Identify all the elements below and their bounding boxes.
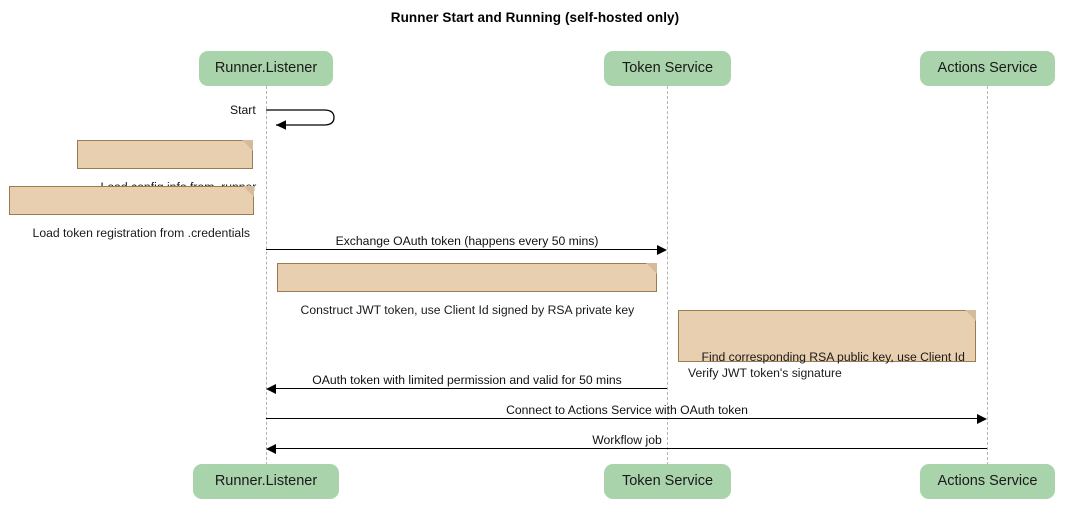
note-verify-jwt-text: Find corresponding RSA public key, use C… [688,350,965,380]
message-arrowhead-exchange-oauth-token [657,244,667,255]
message-label-workflow-job: Workflow job [592,433,662,447]
message-label-exchange-oauth-token: Exchange OAuth token (happens every 50 m… [335,234,599,248]
note-fold-icon [242,140,253,151]
message-arrowhead-workflow-job [266,443,276,454]
actor-footer-runner-label: Runner.Listener [214,473,318,489]
message-line-connect-actions-service[interactable] [266,418,978,419]
note-load-config: Load config info from .runner [77,140,256,194]
message-line-exchange-oauth-token[interactable] [266,249,658,250]
note-construct-jwt: Construct JWT token, use Client Id signe… [277,263,657,317]
note-load-token-registration-text: Load token registration from .credential… [32,226,251,240]
actor-header-actions-service[interactable]: Actions Service [920,51,1055,86]
message-arrowhead-oauth-token-reply [266,383,276,394]
actor-footer-token-service[interactable]: Token Service [604,464,731,499]
message-arrowhead-connect-actions-service [977,413,987,424]
message-line-oauth-token-reply[interactable] [275,388,667,389]
note-fold-icon [646,263,657,274]
actor-footer-actions-service-label: Actions Service [937,473,1038,489]
actor-header-actions-service-label: Actions Service [937,60,1038,76]
lifeline-token-service [667,86,668,465]
message-line-workflow-job[interactable] [275,448,987,449]
actor-footer-actions-service[interactable]: Actions Service [920,464,1055,499]
actor-header-token-service-label: Token Service [621,60,714,76]
actor-header-runner-label: Runner.Listener [214,60,318,76]
actor-footer-token-service-label: Token Service [621,473,714,489]
message-start-self-loop[interactable] [262,105,342,133]
note-fold-icon [243,186,254,197]
message-label-connect-actions-service: Connect to Actions Service with OAuth to… [506,403,748,417]
note-load-token-registration: Load token registration from .credential… [9,186,254,240]
note-verify-jwt: Find corresponding RSA public key, use C… [678,310,976,380]
message-label-start: Start [230,103,256,117]
note-fold-icon [965,310,976,321]
lifeline-actions-service [987,86,988,465]
lifeline-runner [266,86,267,465]
actor-header-runner[interactable]: Runner.Listener [199,51,333,86]
actor-header-token-service[interactable]: Token Service [604,51,731,86]
diagram-title: Runner Start and Running (self-hosted on… [390,10,680,25]
message-label-oauth-token-reply: OAuth token with limited permission and … [312,373,622,387]
note-construct-jwt-text: Construct JWT token, use Client Id signe… [300,303,635,317]
actor-footer-runner[interactable]: Runner.Listener [193,464,339,499]
